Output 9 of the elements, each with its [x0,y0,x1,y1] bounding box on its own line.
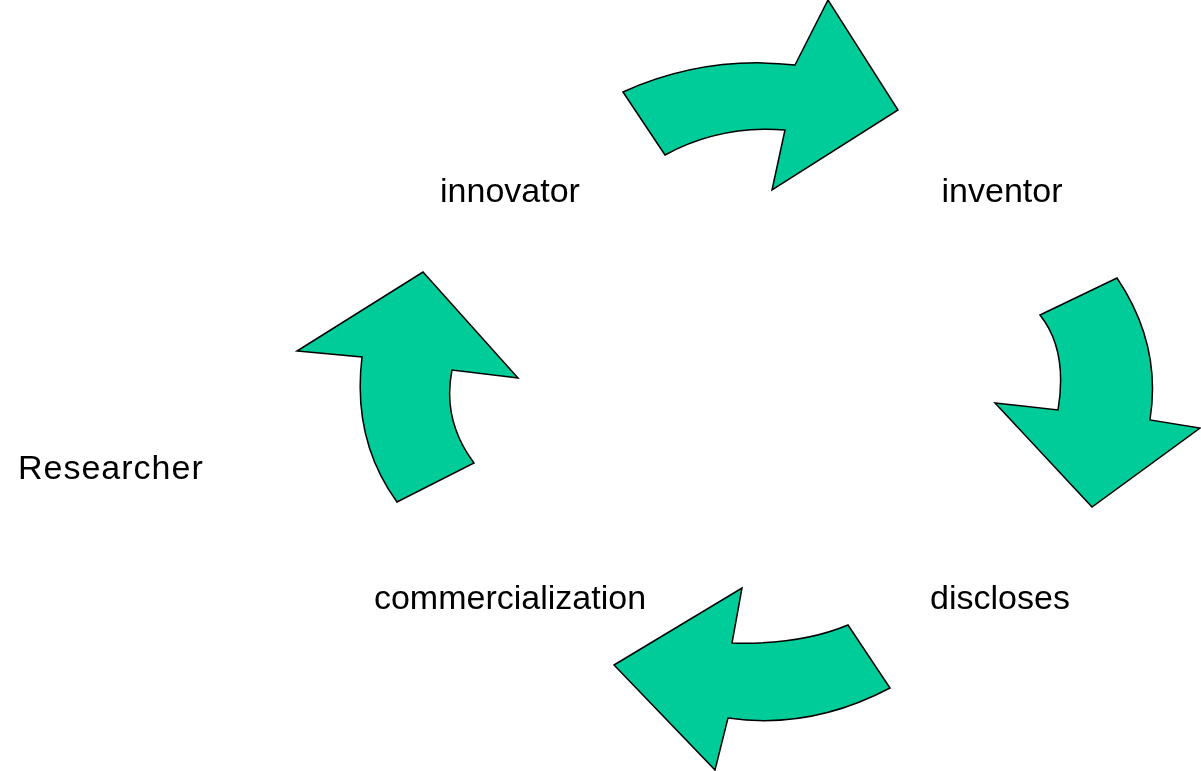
stage-label: inventor [941,170,1063,210]
stage-label: discloses [930,577,1070,617]
role-label: Researcher [18,447,204,487]
block-arrow [613,587,891,771]
stage-label: commercialization [373,577,647,617]
block-arrow [622,0,899,191]
block-arrow [296,271,519,503]
stage-label: innovator [440,170,580,210]
block-arrow [994,277,1201,508]
